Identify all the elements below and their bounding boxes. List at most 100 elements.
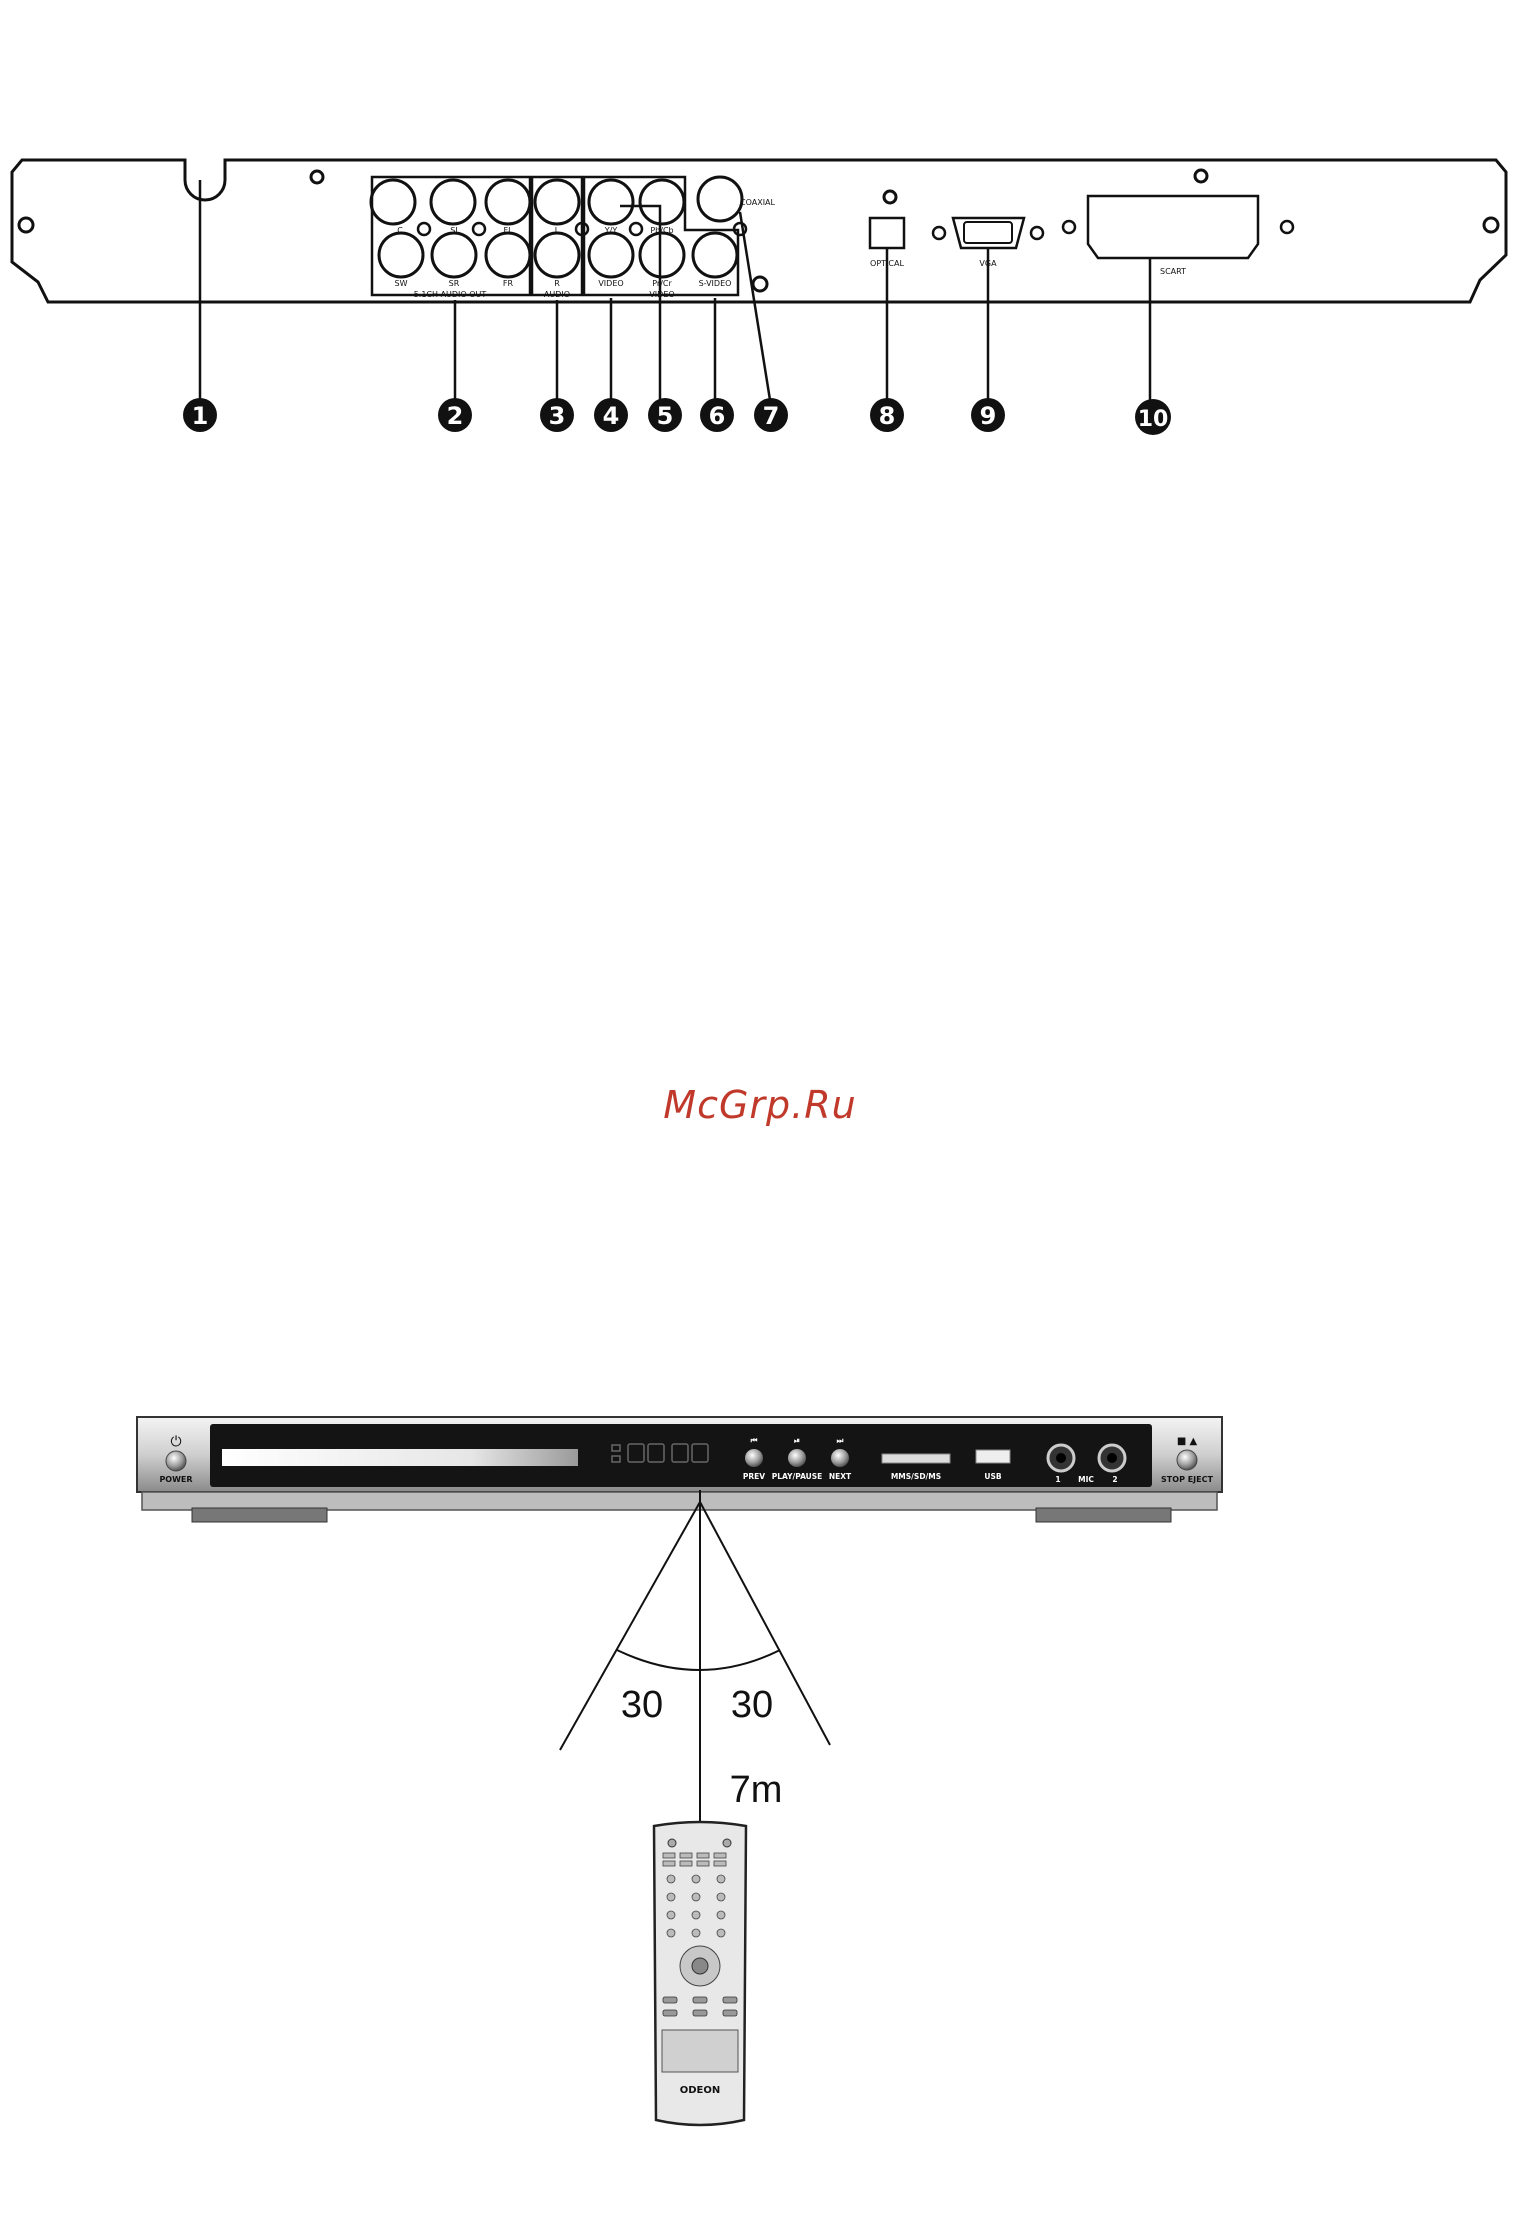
optical-port bbox=[870, 218, 904, 248]
svg-text:8: 8 bbox=[879, 402, 896, 430]
mic-2-label: 2 bbox=[1112, 1475, 1117, 1484]
mount-hole-right bbox=[1484, 218, 1498, 232]
next-label: NEXT bbox=[829, 1472, 852, 1481]
vga-screw-right bbox=[1031, 227, 1043, 239]
mic-jack-2[interactable] bbox=[1099, 1445, 1125, 1471]
callout-6: 6 bbox=[700, 398, 734, 432]
power-label: POWER bbox=[159, 1475, 192, 1484]
prev-label: PREV bbox=[743, 1472, 765, 1481]
callout-3: 3 bbox=[540, 398, 574, 432]
remote-dpad bbox=[680, 1946, 720, 1986]
label-prcr: Pr/Cr bbox=[652, 279, 672, 288]
svg-text:3: 3 bbox=[549, 402, 566, 430]
foot-left bbox=[192, 1508, 327, 1522]
angle-left-label: 30 bbox=[621, 1684, 663, 1726]
label-group-audio: AUDIO bbox=[544, 290, 570, 299]
component-jack-y bbox=[589, 180, 633, 224]
foot-right bbox=[1036, 1508, 1171, 1522]
svg-text:⏮: ⏮ bbox=[751, 1436, 758, 1445]
scart-screw-right bbox=[1281, 221, 1293, 233]
screw-hole bbox=[884, 191, 896, 203]
scart-port bbox=[1088, 196, 1258, 258]
svg-text:⏯: ⏯ bbox=[794, 1436, 800, 1445]
label-c: C bbox=[397, 226, 403, 235]
video-jack bbox=[589, 233, 633, 277]
svg-text:6: 6 bbox=[709, 402, 726, 430]
front-panel: ⏮ PREV ⏯ PLAY/PAUSE ⏭ NEXT MMS/SD/MS USB bbox=[137, 1417, 1222, 1522]
callout-10: 10 bbox=[1135, 399, 1171, 435]
label-fl: FL bbox=[503, 226, 513, 235]
card-reader-label: MMS/SD/MS bbox=[891, 1472, 941, 1481]
svg-text:7: 7 bbox=[763, 402, 780, 430]
remote-color-buttons bbox=[662, 2030, 738, 2072]
label-optical: OPTICAL bbox=[870, 259, 904, 268]
mic-jack-1[interactable] bbox=[1048, 1445, 1074, 1471]
label-coaxial: COAXIAL bbox=[740, 198, 776, 207]
label-sr: SR bbox=[449, 279, 460, 288]
callout-8: 8 bbox=[870, 398, 904, 432]
watermark-text: McGrp.Ru bbox=[663, 1083, 856, 1127]
remote-control: ODEON bbox=[654, 1822, 746, 2125]
angle-arc bbox=[617, 1650, 780, 1670]
stop-eject-icon: ■ ▲ bbox=[1177, 1436, 1198, 1447]
coaxial-jack bbox=[698, 177, 742, 221]
rear-panel-labels: C SL FL L Y/Y Pb/Cb COAXIAL SW SR FR R V… bbox=[395, 198, 1187, 299]
distance-label: 7m bbox=[730, 1769, 783, 1811]
scart-screw-left bbox=[1063, 221, 1075, 233]
rca-jack-c bbox=[371, 180, 415, 224]
rear-panel bbox=[12, 160, 1506, 400]
svg-text:5: 5 bbox=[657, 402, 674, 430]
player-base bbox=[142, 1492, 1217, 1510]
svg-text:10: 10 bbox=[1138, 407, 1169, 432]
rca-jack-fl bbox=[486, 180, 530, 224]
label-scart: SCART bbox=[1160, 267, 1186, 276]
callout-2: 2 bbox=[438, 398, 472, 432]
label-group-51ch: 5.1CH AUDIO OUT bbox=[414, 290, 487, 299]
svg-text:2: 2 bbox=[447, 402, 464, 430]
mic-label: MIC bbox=[1078, 1475, 1094, 1484]
rca-jack-sr bbox=[432, 233, 476, 277]
rca-jack-r bbox=[535, 233, 579, 277]
label-vga: VGA bbox=[979, 259, 997, 268]
ground-screw bbox=[473, 223, 485, 235]
callout-1: 1 bbox=[183, 398, 217, 432]
svg-text:1: 1 bbox=[192, 402, 209, 430]
label-sl: SL bbox=[450, 226, 460, 235]
callout-5: 5 bbox=[648, 398, 682, 432]
label-svideo: S-VIDEO bbox=[699, 279, 732, 288]
ground-screw bbox=[630, 223, 642, 235]
callout-4: 4 bbox=[594, 398, 628, 432]
component-jack-pr bbox=[640, 233, 684, 277]
label-r: R bbox=[554, 279, 560, 288]
screw-hole bbox=[1195, 170, 1207, 182]
rca-jack-sl bbox=[431, 180, 475, 224]
angle-right-label: 30 bbox=[731, 1684, 773, 1726]
mount-hole-left bbox=[19, 218, 33, 232]
play-pause-label: PLAY/PAUSE bbox=[772, 1472, 823, 1481]
rca-jack-fr bbox=[486, 233, 530, 277]
label-fr: FR bbox=[503, 279, 514, 288]
usb-label: USB bbox=[984, 1472, 1001, 1481]
rca-jack-sw bbox=[379, 233, 423, 277]
label-y: Y/Y bbox=[604, 226, 618, 235]
callout-leaders bbox=[200, 180, 1150, 400]
screw-hole bbox=[753, 277, 767, 291]
svg-text:4: 4 bbox=[603, 402, 620, 430]
stop-eject-label: STOP EJECT bbox=[1161, 1475, 1213, 1484]
label-pb: Pb/Cb bbox=[650, 226, 673, 235]
rca-jack-l bbox=[535, 180, 579, 224]
svideo-jack bbox=[693, 233, 737, 277]
remote-brand: ODEON bbox=[680, 2085, 721, 2096]
vga-port-inner bbox=[964, 222, 1012, 243]
power-icon: ⏻ bbox=[170, 1434, 181, 1450]
label-sw: SW bbox=[395, 279, 408, 288]
component-jack-pb bbox=[640, 180, 684, 224]
ground-screw bbox=[418, 223, 430, 235]
svg-text:9: 9 bbox=[980, 402, 997, 430]
callout-9: 9 bbox=[971, 398, 1005, 432]
screw-hole bbox=[311, 171, 323, 183]
callout-7: 7 bbox=[754, 398, 788, 432]
callout-markers: 1 2 3 4 5 6 7 8 9 10 bbox=[183, 398, 1171, 435]
vga-screw-left bbox=[933, 227, 945, 239]
